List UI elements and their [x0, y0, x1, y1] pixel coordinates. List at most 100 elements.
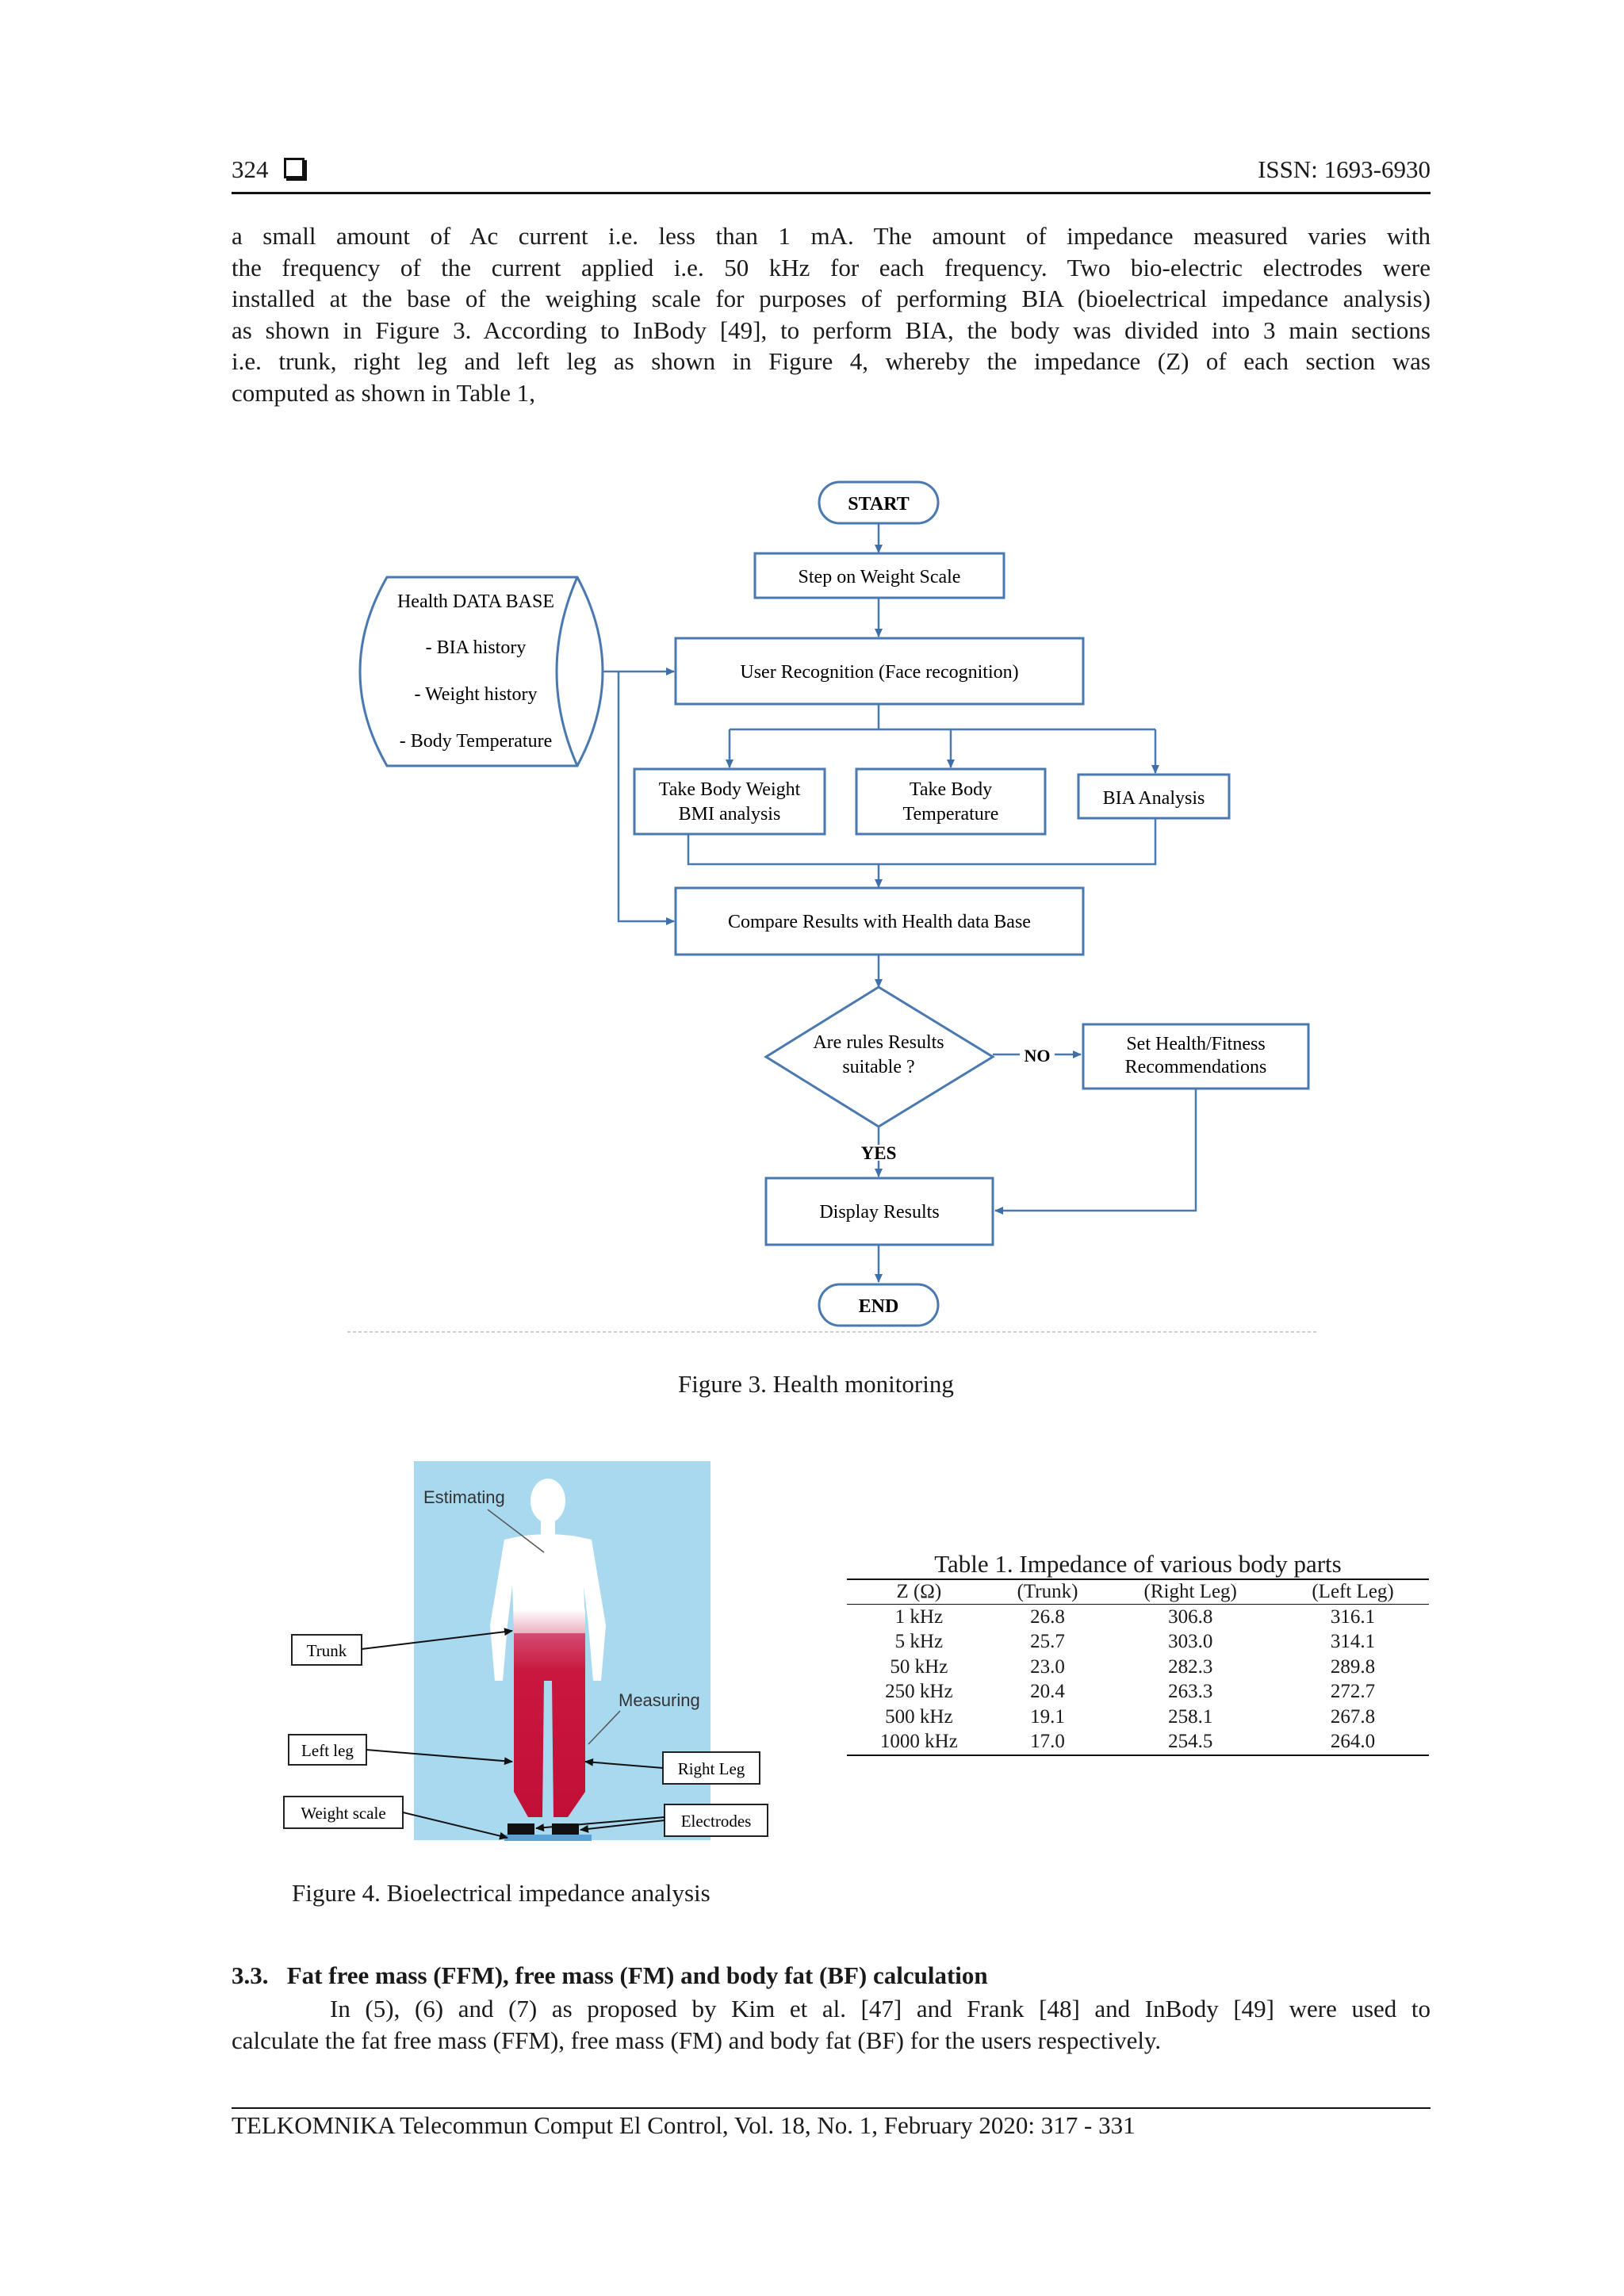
bmi-analysis-label: BMI analysis — [679, 804, 781, 825]
header-rule — [232, 192, 1431, 194]
bia-analysis-label: BIA Analysis — [1103, 788, 1205, 809]
column-header: (Left Leg) — [1312, 1581, 1394, 1602]
table-row: 1 kHz 26.8 306.8 316.1 — [847, 1605, 1429, 1630]
take-body-weight-label: Take Body Weight — [659, 779, 801, 800]
table-cell: 50 kHz — [890, 1655, 948, 1678]
display-results-box — [764, 1177, 994, 1246]
paragraph-line: as shown in Figure 3. According to InBod… — [232, 316, 1431, 344]
impedance-table: Z (Ω) (Trunk) (Right Leg) (Left Leg) 1 k… — [847, 1578, 1429, 1756]
trunk-label: Trunk — [307, 1641, 347, 1660]
user-recognition-box — [674, 637, 1085, 706]
weight-scale-label: Weight scale — [301, 1804, 385, 1823]
paragraph-line: calculate the fat free mass (FFM), free … — [232, 2026, 1162, 2054]
table-cell: 272.7 — [1330, 1681, 1376, 1703]
table-row: 50 kHz 23.0 282.3 289.8 — [847, 1655, 1429, 1680]
database-item: - Body Temperature — [400, 731, 552, 752]
footer-rule — [232, 2107, 1431, 2109]
page-number: 324 — [232, 155, 305, 184]
temperature-label: Temperature — [903, 804, 999, 825]
compare-results-label: Compare Results with Health data Base — [728, 912, 1031, 932]
column-header: (Trunk) — [1017, 1581, 1078, 1602]
table-cell: 258.1 — [1168, 1705, 1213, 1728]
table-cell: 5 kHz — [894, 1631, 944, 1653]
weight-scale-plate — [504, 1835, 592, 1841]
yes-label: YES — [861, 1143, 897, 1163]
database-item: - BIA history — [426, 637, 527, 658]
footer-citation: TELKOMNIKA Telecommun Comput El Control,… — [232, 2111, 1136, 2139]
table-cell: 289.8 — [1330, 1655, 1376, 1678]
right-leg-label: Right Leg — [678, 1759, 745, 1778]
no-label: NO — [1025, 1046, 1051, 1066]
table-cell: 26.8 — [1030, 1605, 1065, 1628]
figure4-caption: Figure 4. Bioelectrical impedance analys… — [292, 1879, 710, 1907]
paragraph-line: computed as shown in Table 1, — [232, 378, 535, 407]
take-body-weight-box — [633, 767, 826, 836]
measuring-label: Measuring — [619, 1690, 700, 1710]
table-cell: 500 kHz — [885, 1705, 953, 1728]
issn: ISSN: 1693-6930 — [1258, 155, 1431, 183]
step-weight-scale-box — [753, 552, 1005, 599]
table-cell: 1 kHz — [894, 1605, 944, 1628]
health-monitoring-flowchart: START Step on Weight Scale User Recognit… — [347, 480, 1316, 1333]
paragraph-line: In (5), (6) and (7) as proposed by Kim e… — [330, 1995, 1431, 2022]
decision-label: Are rules Results — [813, 1032, 944, 1053]
table-header-row: Z (Ω) (Trunk) (Right Leg) (Left Leg) — [847, 1579, 1429, 1605]
table1: Table 1. Impedance of various body parts… — [847, 1550, 1429, 1756]
table-cell: 314.1 — [1330, 1631, 1376, 1653]
paragraph-line: a small amount of Ac current i.e. less t… — [232, 222, 1431, 250]
table-cell: 1000 kHz — [879, 1731, 958, 1753]
table-cell: 282.3 — [1168, 1655, 1213, 1678]
electrodes-label: Electrodes — [681, 1812, 752, 1831]
take-body-label: Take Body — [910, 779, 992, 800]
take-body-temperature-box — [855, 767, 1047, 836]
table1-caption: Table 1. Impedance of various body parts — [934, 1550, 1342, 1578]
table-cell: 264.0 — [1330, 1731, 1376, 1753]
paragraph-line: installed at the base of the weighing sc… — [232, 285, 1431, 313]
estimating-label: Estimating — [423, 1487, 505, 1507]
bia-body-diagram: Estimating Measuring Trunk Left leg Righ… — [283, 1461, 768, 1841]
table-cell: 23.0 — [1030, 1655, 1065, 1678]
electrode-left — [508, 1823, 534, 1835]
recommendations-label: Set Health/Fitness — [1126, 1034, 1265, 1054]
end-label: END — [859, 1296, 899, 1317]
table-cell: 303.0 — [1168, 1631, 1213, 1653]
left-leg-label: Left leg — [301, 1741, 354, 1760]
figure3-caption: Figure 3. Health monitoring — [678, 1370, 954, 1398]
recommendations-box — [1082, 1023, 1310, 1090]
column-header: Z (Ω) — [896, 1581, 942, 1602]
step-weight-scale-label: Step on Weight Scale — [799, 567, 961, 587]
human-body-figure — [490, 1479, 606, 1817]
table-row: 500 kHz 19.1 258.1 267.8 — [847, 1705, 1429, 1730]
compare-results-box — [674, 886, 1085, 956]
table-cell: 17.0 — [1030, 1731, 1065, 1753]
table-cell: 263.3 — [1168, 1681, 1213, 1703]
paragraph-line: the frequency of the current applied i.e… — [232, 253, 1431, 281]
start-terminator — [818, 480, 940, 525]
table-row: 5 kHz 25.7 303.0 314.1 — [847, 1630, 1429, 1655]
intro-paragraph: a small amount of Ac current i.e. less t… — [232, 220, 1431, 409]
paragraph-line: i.e. trunk, right leg and left leg as sh… — [232, 347, 1431, 376]
table-row: 1000 kHz 17.0 254.5 264.0 — [847, 1730, 1429, 1755]
start-label: START — [848, 494, 909, 515]
user-recognition-label: User Recognition (Face recognition) — [740, 662, 1018, 683]
table-cell: 250 kHz — [885, 1681, 953, 1703]
table-cell: 316.1 — [1330, 1605, 1376, 1628]
section-paragraph: In (5), (6) and (7) as proposed by Kim e… — [232, 1993, 1431, 2056]
square-bullet-icon — [284, 158, 305, 178]
decision-diamond — [764, 985, 995, 1128]
table-cell: 20.4 — [1030, 1681, 1065, 1703]
column-header: (Right Leg) — [1143, 1581, 1237, 1602]
database-item: - Weight history — [415, 684, 538, 705]
decision-label: suitable ? — [842, 1057, 914, 1077]
table-cell: 267.8 — [1330, 1705, 1376, 1728]
table-cell: 19.1 — [1030, 1705, 1065, 1728]
table-row: 250 kHz 20.4 263.3 272.7 — [847, 1680, 1429, 1705]
database-title: Health DATA BASE — [397, 591, 554, 612]
end-terminator — [818, 1283, 940, 1327]
bia-analysis-box — [1077, 773, 1231, 820]
table-cell: 306.8 — [1168, 1605, 1213, 1628]
recommendations-label: Recommendations — [1125, 1057, 1267, 1077]
table-cell: 25.7 — [1030, 1631, 1065, 1653]
display-results-label: Display Results — [819, 1202, 939, 1223]
section-heading: 3.3. Fat free mass (FFM), free mass (FM)… — [232, 1961, 988, 1989]
